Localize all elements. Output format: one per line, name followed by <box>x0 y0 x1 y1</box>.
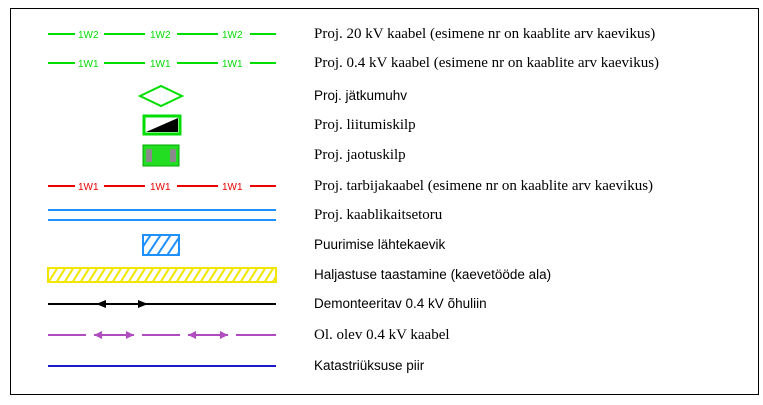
cable-code-text: 1W1 <box>78 182 99 193</box>
legend-label: Proj. 0.4 kV kaabel (esimene nr on kaabl… <box>314 55 660 71</box>
legend-row-greenery-restoration: Haljastuse taastamine (kaevetööde ala) <box>0 261 760 289</box>
legend-label: Proj. kaablikaitsetoru <box>314 207 443 223</box>
cable-code-text: 1W1 <box>222 59 243 70</box>
legend-label: Proj. jaotuskilp <box>314 147 406 163</box>
legend-label: Proj. liitumiskilp <box>314 117 416 133</box>
legend-row-protection-pipe: Proj. kaablikaitsetoru <box>0 201 760 229</box>
legend-label: Demonteeritav 0.4 kV õhuliin <box>314 296 487 311</box>
green-diamond-icon <box>40 82 280 110</box>
legend-row-joint-sleeve: Proj. jätkumuhv <box>0 82 760 110</box>
connection-box-icon <box>40 111 280 139</box>
purple-dashed-arrows-symbol <box>40 321 280 349</box>
legend-row-connection-box: Proj. liitumiskilp <box>0 111 760 139</box>
black-line-arrows-symbol <box>40 290 280 318</box>
legend-row-overhead-line: Demonteeritav 0.4 kV õhuliin <box>0 290 760 318</box>
legend-label: Proj. jätkumuhv <box>314 88 408 103</box>
cable-code-text: 1W2 <box>78 30 99 41</box>
red-dashed-cable-symbol: 1W1 1W1 1W1 <box>40 172 280 200</box>
legend-row-distribution-box: Proj. jaotuskilp <box>0 141 760 169</box>
cable-code-text: 1W2 <box>222 30 243 41</box>
legend-frame <box>10 8 759 395</box>
blue-line-symbol <box>40 352 280 380</box>
legend-row-drilling-pit: Puurimise lähtekaevik <box>0 231 760 259</box>
hatched-blue-box-icon <box>40 231 280 259</box>
cable-code-text: 1W1 <box>150 182 171 193</box>
legend-label: Ol. olev 0.4 kV kaabel <box>314 327 450 343</box>
legend-label: Proj. tarbijakaabel (esimene nr on kaabl… <box>314 178 654 194</box>
green-dashed-cable-symbol: 1W1 1W1 1W1 <box>40 49 280 77</box>
legend-row-04kv-cable: 1W1 1W1 1W1 Proj. 0.4 kV kaabel (esimene… <box>0 49 760 77</box>
legend-label: Proj. 20 kV kaabel (esimene nr on kaabli… <box>314 26 656 42</box>
double-blue-line-symbol <box>40 201 280 229</box>
legend-row-existing-cable: Ol. olev 0.4 kV kaabel <box>0 321 760 349</box>
hatched-yellow-bar-icon <box>40 261 280 289</box>
green-dashed-cable-symbol: 1W2 1W2 1W2 <box>40 20 280 48</box>
legend-label: Katastriüksuse piir <box>314 358 425 373</box>
legend-row-20kv-cable: 1W2 1W2 1W2 Proj. 20 kV kaabel (esimene … <box>0 20 760 48</box>
cable-code-text: 1W1 <box>222 182 243 193</box>
legend-row-cadastral-boundary: Katastriüksuse piir <box>0 352 760 380</box>
cable-code-text: 1W1 <box>150 59 171 70</box>
cable-code-text: 1W2 <box>150 30 171 41</box>
cable-code-text: 1W1 <box>78 59 99 70</box>
legend-label: Haljastuse taastamine (kaevetööde ala) <box>314 267 552 282</box>
distribution-box-icon <box>40 141 280 169</box>
legend-row-consumer-cable: 1W1 1W1 1W1 Proj. tarbijakaabel (esimene… <box>0 172 760 200</box>
legend-label: Puurimise lähtekaevik <box>314 237 446 252</box>
